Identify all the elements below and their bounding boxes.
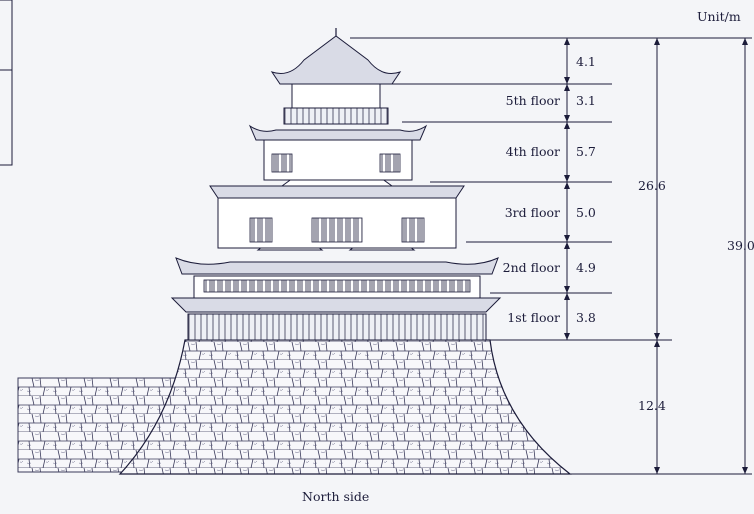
floor-dim-arrow-bottom-3 <box>564 235 570 242</box>
floor-label-2nd: 2nd floor <box>502 260 560 275</box>
north-side-caption: North side <box>302 489 370 504</box>
stone-base <box>17 339 572 475</box>
floor-dim-arrow-bottom-1 <box>564 115 570 122</box>
floor-label-4th: 4th floor <box>505 144 560 159</box>
floor-dim-arrow-top-0 <box>564 38 570 45</box>
floor-dim-arrow-top-4 <box>564 242 570 249</box>
floor-label-5th: 5th floor <box>505 93 560 108</box>
total-dim-arrow-bottom <box>742 467 748 474</box>
floor-label-3rd: 3rd floor <box>504 205 560 220</box>
total-height-value: 39.0 <box>727 238 754 253</box>
floor-dim-arrow-bottom-0 <box>564 77 570 84</box>
fifth-floor-and-roof <box>270 28 402 125</box>
total-dim-arrow-top <box>742 38 748 45</box>
third-floor-height: 5.0 <box>576 205 596 220</box>
first-floor <box>170 297 502 341</box>
floor-dim-arrow-top-2 <box>564 122 570 129</box>
unit-label: Unit/m <box>697 9 741 24</box>
fourth-floor-height: 5.7 <box>576 144 596 159</box>
tower-dim-arrow-bottom <box>654 333 660 340</box>
tower-dim-arrow-top <box>654 38 660 45</box>
second-floor-height: 4.9 <box>576 260 596 275</box>
floor-dim-arrow-top-5 <box>564 293 570 300</box>
floor-dim-arrow-bottom-2 <box>564 175 570 182</box>
base-dim-arrow-bottom <box>654 467 660 474</box>
floor-dim-arrow-bottom-4 <box>564 286 570 293</box>
base-height-value: 12.4 <box>638 398 666 413</box>
fourth-floor <box>248 124 428 181</box>
base-dim-arrow-top <box>654 340 660 347</box>
fifth-floor-height: 3.1 <box>576 93 596 108</box>
tower-height-value: 26.6 <box>638 178 666 193</box>
floor-label-1st: 1st floor <box>507 310 560 325</box>
floor-dim-arrow-bottom-5 <box>564 333 570 340</box>
dimension-lines <box>350 37 752 475</box>
frame-edge <box>0 0 13 166</box>
floor-dim-arrow-top-1 <box>564 84 570 91</box>
floor-dim-arrow-top-3 <box>564 182 570 189</box>
roof-height-value: 4.1 <box>576 54 596 69</box>
first-floor-height: 3.8 <box>576 310 596 325</box>
